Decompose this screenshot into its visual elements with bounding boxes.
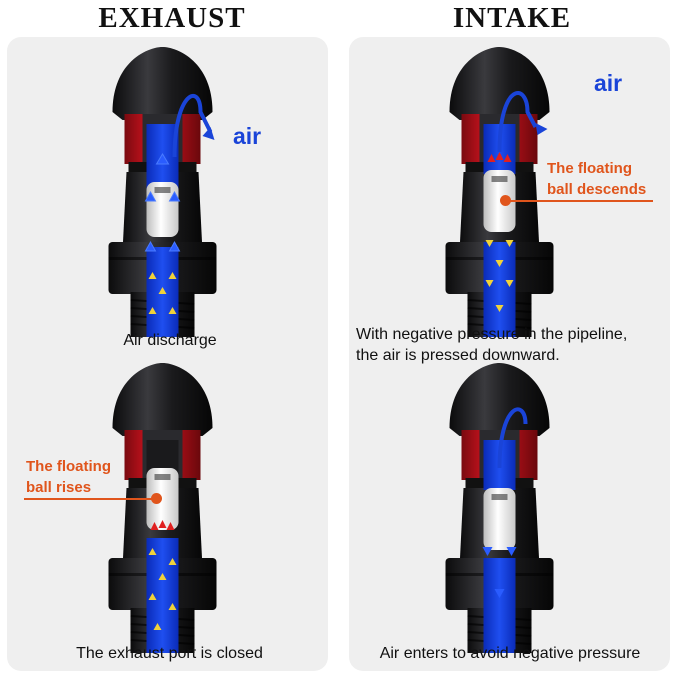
note-ball-descends: The floating ball descends (547, 158, 646, 200)
air-label: air (594, 70, 623, 96)
note-line-2: ball rises (26, 479, 92, 496)
note-line-1: The floating (547, 160, 632, 177)
valve-intake-enters (444, 362, 555, 653)
caption-line-1: With negative pressure in the pipeline, (356, 326, 628, 343)
note-ball-rises: The floating ball rises (26, 456, 111, 498)
exhaust-heading: EXHAUST (98, 2, 246, 34)
caption-air-discharge: Air discharge (123, 332, 217, 349)
note-line-2: ball descends (547, 181, 647, 198)
air-label: air (233, 123, 262, 149)
note-pointer-line (24, 498, 156, 500)
valve-exhaust-discharge (107, 46, 218, 337)
valve-exhaust-closed (107, 362, 218, 653)
caption-exhaust-closed: The exhaust port is closed (76, 645, 263, 662)
caption-negative-pressure: With negative pressure in the pipeline, … (356, 324, 627, 366)
note-pointer-line (508, 200, 653, 202)
note-pointer-dot (500, 195, 511, 206)
note-line-1: The floating (26, 458, 111, 475)
note-pointer-dot (151, 493, 162, 504)
caption-line-2: the air is pressed downward. (356, 347, 560, 364)
caption-air-enters: Air enters to avoid negative pressure (379, 645, 641, 662)
intake-heading: INTAKE (452, 2, 572, 34)
valve-intake-descend (444, 46, 555, 337)
